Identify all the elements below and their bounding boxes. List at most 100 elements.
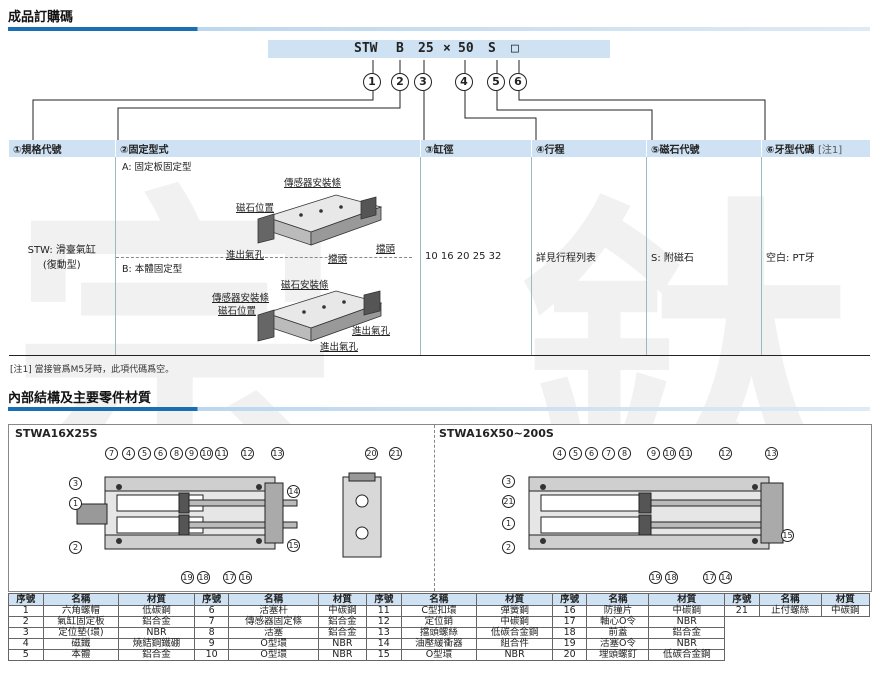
part-empty (759, 639, 821, 650)
left-callout-10: 10 (200, 447, 213, 460)
left-callout-2: 2 (69, 541, 82, 554)
part-name: 本體 (42, 649, 120, 661)
part-name: 軸心O令 (586, 616, 650, 628)
part-empty (759, 628, 821, 639)
code-magnet: S (488, 41, 496, 56)
right-cross-section-drawing (528, 476, 784, 550)
part-no: 3 (8, 627, 44, 639)
part-material: 鋁合金 (118, 649, 195, 661)
h-mat: 材質 (317, 593, 368, 606)
header-thread-label: ⑥牙型代碼 (766, 145, 815, 156)
part-no: 20 (551, 649, 588, 661)
h-no: 序號 (724, 593, 760, 606)
order-code-table: ①規格代號 ②固定型式 ③缸徑 ④行程 ⑤磁石代號 ⑥牙型代碼 [注1] STW… (8, 140, 870, 356)
part-name: 活塞O令 (586, 638, 650, 650)
right-callout-17: 17 (703, 571, 716, 584)
part-no: 14 (366, 638, 402, 650)
left-callout-21: 21 (389, 447, 402, 460)
part-empty (759, 650, 821, 661)
part-name: 定位銷 (400, 616, 478, 628)
header-spec: ①規格代號 (8, 140, 116, 157)
left-callout-12: 12 (241, 447, 254, 460)
part-name: 定位墊(環) (42, 627, 120, 639)
header-bore: ③缸徑 (420, 140, 532, 157)
part-material: 低碳鋼 (118, 605, 195, 617)
left-callout-1: 1 (69, 497, 82, 510)
section-title-order-code: 成品訂購碼 (8, 10, 74, 25)
callout-5: 5 (487, 73, 505, 91)
part-name: 前蓋 (586, 627, 650, 639)
part-name: 傳感器固定條 (228, 616, 319, 628)
diagram-divider (434, 425, 435, 591)
part-name: 防撞片 (586, 605, 650, 617)
callout-connectors (32, 60, 766, 140)
order-code-bar: STW B 25 × 50 S □ (268, 40, 610, 58)
part-name: 止付螺絲 (758, 605, 822, 617)
part-empty (821, 650, 869, 661)
left-callout-16: 16 (239, 571, 252, 584)
left-callout-14: 14 (287, 485, 300, 498)
part-empty (725, 617, 760, 628)
part-no: 10 (193, 649, 230, 661)
part-no: 13 (366, 627, 402, 639)
type-divider (116, 257, 412, 258)
spec-text2: (復動型) (42, 260, 81, 271)
left-diagram-title: STWA16X25S (15, 427, 98, 440)
part-name: 活塞杆 (228, 605, 319, 617)
right-callout-18: 18 (665, 571, 678, 584)
left-callout-9: 9 (185, 447, 198, 460)
callout-1: 1 (363, 73, 381, 91)
parts-header-row: 序號名稱材質 序號名稱材質 序號名稱材質 序號名稱材質 序號名稱材質 (8, 593, 871, 606)
part-name: 氣缸固定板 (42, 616, 120, 628)
h-name: 名稱 (42, 593, 120, 606)
left-callout-5: 5 (138, 447, 151, 460)
part-no: 6 (193, 605, 230, 617)
part-name: 擋頭螺絲 (400, 627, 478, 639)
part-empty (759, 617, 821, 628)
right-callout-9: 9 (647, 447, 660, 460)
header-magnet: ⑤磁石代號 (646, 140, 762, 157)
part-material: 中碳鋼 (476, 616, 553, 628)
right-callout-3: 3 (502, 475, 515, 488)
part-name: 油壓緩衝器 (400, 638, 478, 650)
label-a-port: 進出氣孔 (226, 250, 265, 261)
part-name: 六角螺帽 (42, 605, 120, 617)
part-material: NBR (648, 638, 726, 650)
header-thread: ⑥牙型代碼 [注1] (761, 140, 870, 157)
section-bar (8, 27, 870, 31)
cell-spec: STW: 滑臺氣缸 (復動型) (8, 157, 116, 356)
part-name: 埋頭螺釘 (586, 649, 650, 661)
part-name: 磁鐵 (42, 638, 120, 650)
h-no: 序號 (551, 593, 588, 606)
part-material: 鋁合金 (118, 616, 195, 628)
part-no: 21 (724, 605, 760, 617)
part-no: 19 (551, 638, 588, 650)
right-callout-4: 4 (553, 447, 566, 460)
label-b-magnet-rail: 磁石安裝條 (281, 280, 329, 291)
part-empty (725, 639, 760, 650)
code-bore: 25 (418, 41, 434, 56)
h-name: 名稱 (228, 593, 319, 606)
part-material: 中碳鋼 (648, 605, 726, 617)
left-callout-11: 11 (215, 447, 228, 460)
right-callout-13: 13 (765, 447, 778, 460)
h-name: 名稱 (400, 593, 478, 606)
label-b-port2: 進出氣孔 (320, 342, 359, 353)
right-callout-11: 11 (679, 447, 692, 460)
part-no: 7 (193, 616, 230, 628)
part-no: 12 (366, 616, 402, 628)
cylinder-type-a-drawing (257, 194, 383, 246)
part-no: 4 (8, 638, 44, 650)
cell-fixing: A: 固定板固定型 B: 本體固定型 傳感器安裝條 磁石位置 擋頭 進 (115, 157, 421, 356)
type-b-label: B: 本體固定型 (122, 264, 183, 275)
callout-2: 2 (391, 73, 409, 91)
code-thread: □ (511, 41, 519, 56)
right-callout-7: 7 (602, 447, 615, 460)
part-no: 8 (193, 627, 230, 639)
h-name: 名稱 (758, 593, 822, 606)
part-material: 燒結鋼鐵硼 (118, 638, 195, 650)
part-empty (821, 628, 869, 639)
callout-6: 6 (509, 73, 527, 91)
